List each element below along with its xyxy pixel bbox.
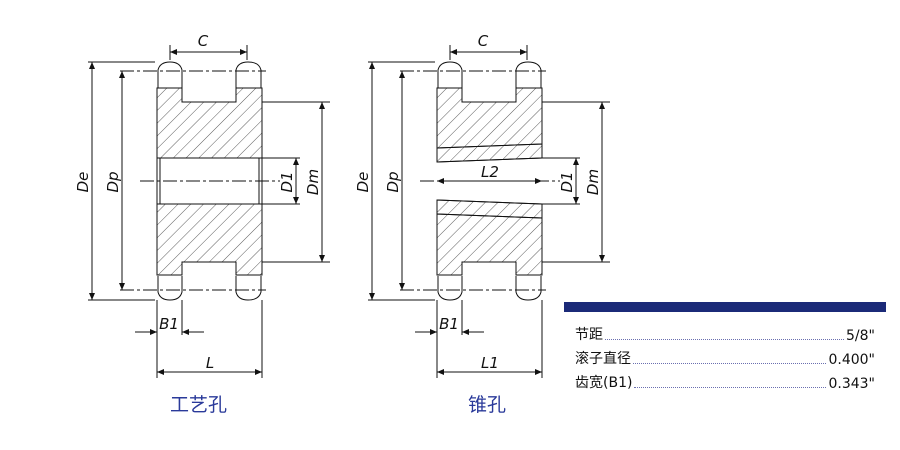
- caption-taper-bore: 锥孔: [468, 394, 507, 416]
- label-de: De: [354, 172, 372, 193]
- drawing-process-hole: [88, 45, 330, 378]
- spec-label: 节距: [575, 327, 603, 343]
- caption-process-hole: 工艺孔: [170, 394, 228, 416]
- spec-label: 齿宽(B1): [575, 375, 633, 391]
- spec-value: 5/8": [846, 328, 875, 344]
- label-dp: Dp: [384, 171, 402, 192]
- label-l2: L2: [481, 163, 499, 181]
- label-de: De: [74, 172, 92, 193]
- spec-header-bar: [564, 302, 886, 312]
- label-b1: B1: [159, 315, 179, 333]
- spec-row-tooth-width: 齿宽(B1) 0.343": [575, 370, 875, 392]
- label-c: C: [198, 32, 209, 50]
- label-l1: L1: [481, 354, 499, 372]
- label-c: C: [478, 32, 489, 50]
- label-dm: Dm: [304, 169, 322, 195]
- spec-value: 0.343": [828, 376, 875, 392]
- label-dp: Dp: [104, 171, 122, 192]
- leader-dots: [633, 363, 827, 364]
- label-d1: D1: [558, 171, 576, 192]
- label-dm: Dm: [584, 169, 602, 195]
- leader-dots: [605, 339, 845, 340]
- spec-row-roller-diameter: 滚子直径 0.400": [575, 346, 875, 368]
- label-d1: D1: [278, 171, 296, 192]
- label-b1: B1: [439, 315, 459, 333]
- label-l: L: [206, 354, 214, 372]
- spec-row-pitch: 节距 5/8": [575, 322, 875, 344]
- spec-value: 0.400": [828, 352, 875, 368]
- spec-label: 滚子直径: [575, 351, 631, 367]
- drawing-taper-bore: [368, 45, 610, 378]
- leader-dots: [634, 387, 827, 388]
